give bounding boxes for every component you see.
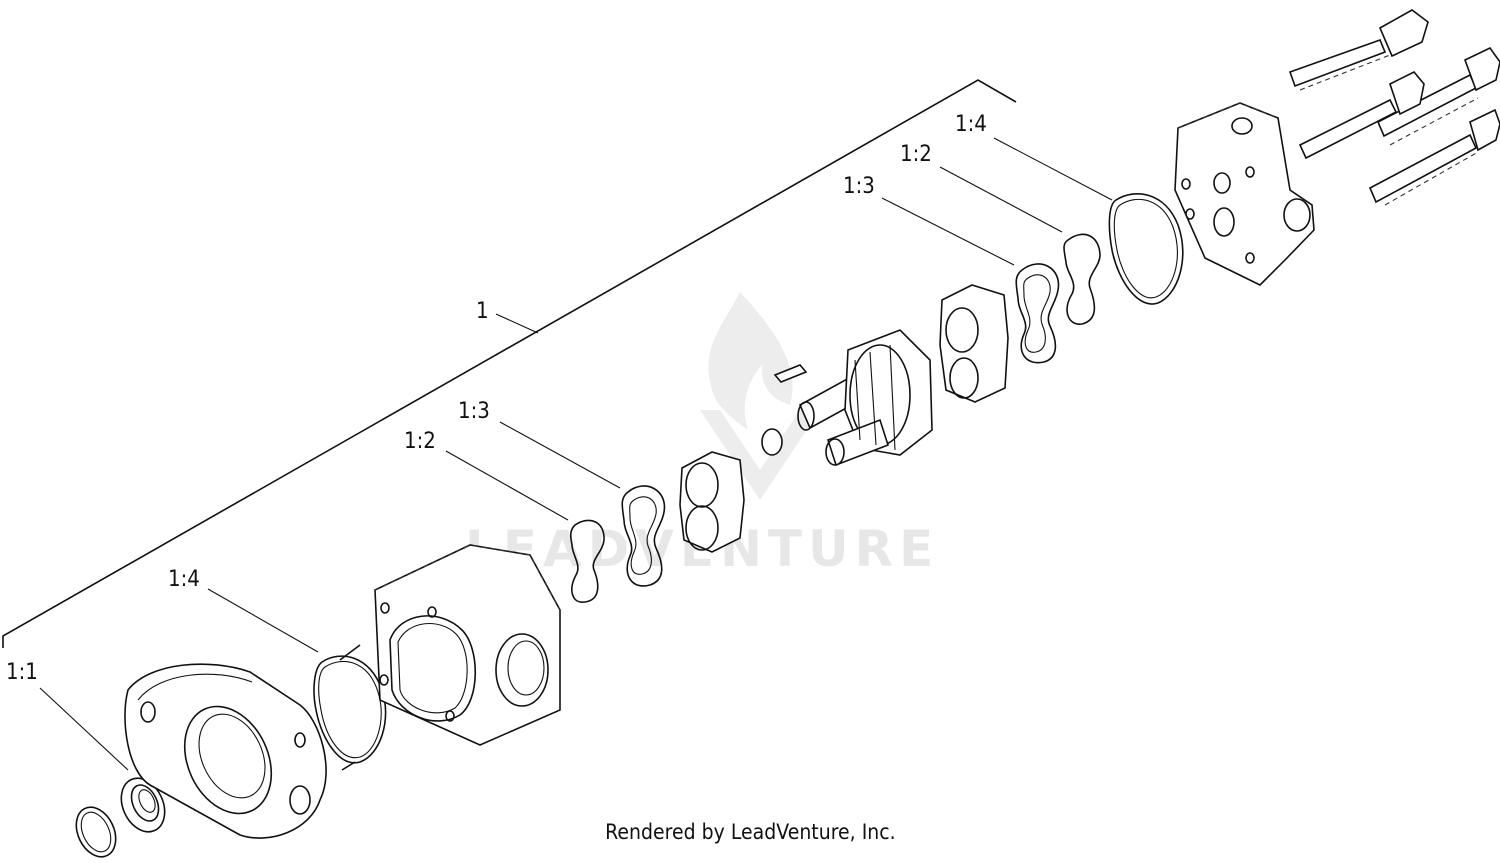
callout-large-seal-front: 1:3 — [458, 399, 490, 424]
rear-cover-part — [1174, 102, 1315, 286]
shaft-seal-part — [120, 777, 166, 833]
callout-oring-front: 1:4 — [168, 567, 200, 592]
callout-assembly: 1 — [476, 299, 489, 324]
oring-rear-part — [1108, 193, 1184, 305]
callout-seal-front: 1:1 — [6, 660, 38, 685]
oring-front-part — [313, 655, 387, 764]
watermark-logo — [700, 292, 820, 500]
footer-text: Rendered by LeadVenture, Inc. — [604, 820, 896, 844]
render-credit-footer: Rendered by LeadVenture, Inc. — [0, 820, 1500, 844]
assembly-bracket — [2, 79, 1017, 648]
callout-small-seal-front: 1:2 — [404, 429, 436, 454]
seal-small-rear-part — [1063, 233, 1101, 325]
callout-small-seal-rear: 1:2 — [900, 142, 932, 167]
front-housing-part — [374, 544, 561, 746]
gear-set-part — [761, 329, 933, 467]
seal-large-front-part — [621, 485, 666, 587]
leader-lines — [39, 137, 1113, 771]
seal-small-front-part — [569, 519, 605, 603]
front-cover-part — [124, 644, 361, 839]
seal-large-rear-part — [1015, 263, 1060, 364]
bearing-block-front-part — [679, 451, 745, 553]
bolts-part — [1288, 9, 1500, 206]
callout-large-seal-rear: 1:3 — [843, 174, 875, 199]
callout-oring-rear: 1:4 — [955, 112, 987, 137]
retaining-ring-part — [75, 806, 117, 858]
bearing-block-rear-part — [939, 284, 1009, 403]
